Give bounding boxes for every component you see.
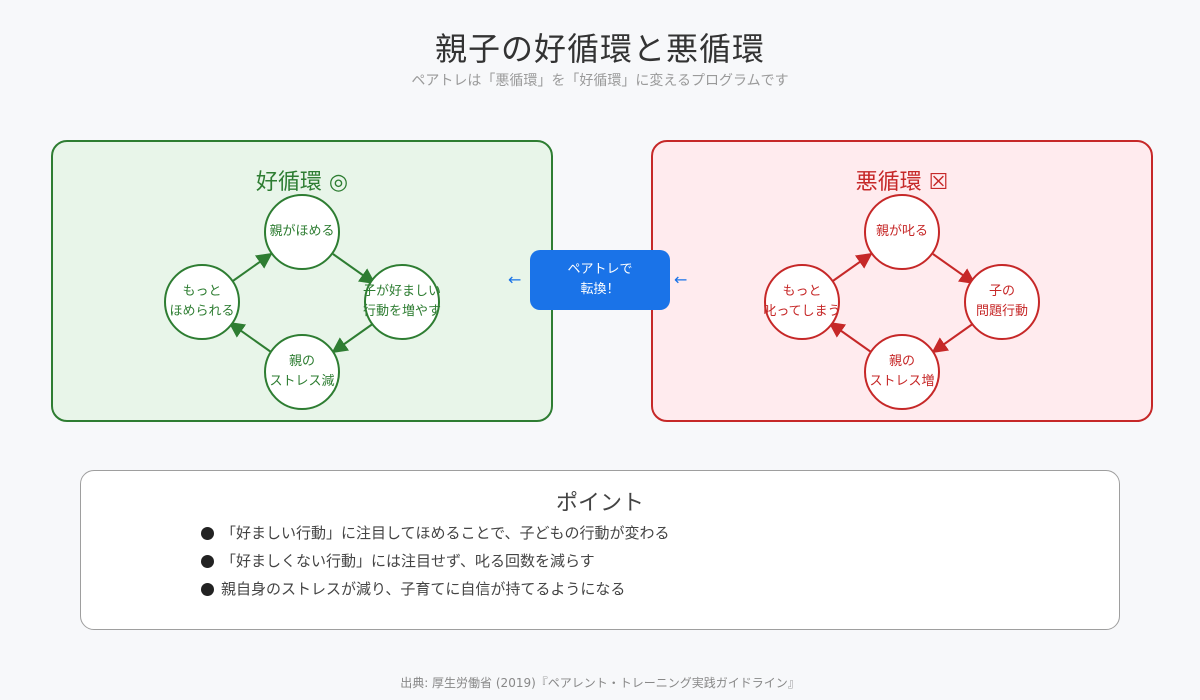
node-label: 親の (888, 354, 915, 369)
good-arrow-left-top (229, 252, 273, 284)
left-arrow-icon: ← (508, 270, 522, 289)
good-arrow-bottom-left (228, 321, 272, 353)
node-label: 行動を増やす (363, 304, 442, 319)
node-label: ストレス増 (869, 374, 935, 389)
source-citation: 出典: 厚生労働省 (2019)『ペアレント・トレーニング実践ガイドライン』 (400, 676, 800, 690)
node-label: 親が叱る (875, 224, 928, 239)
bad-cycle-title: 悪循環 ☒ (855, 170, 949, 195)
bad-node-parent-stress-up: 親の ストレス増 (864, 334, 940, 410)
good-node-child-good-behavior: 子が好ましい 行動を増やす (363, 264, 442, 340)
node-label: 子の (988, 284, 1015, 299)
node-label: 問題行動 (975, 304, 1028, 319)
transform-label-line1: ペアトレで (567, 262, 633, 277)
node-label: 叱ってしまう (763, 304, 841, 319)
bad-node-child-problem-behavior: 子の 問題行動 (964, 264, 1040, 340)
point-text: 「好ましい行動」に注目してほめることで、子どもの行動が変わる (221, 524, 670, 542)
points-title: ポイント (555, 491, 644, 516)
point-text: 親自身のストレスが減り、子育てに自信が持てるようになる (221, 580, 626, 598)
bad-node-parent-scold: 親が叱る (864, 194, 940, 270)
bullet-icon (201, 554, 214, 568)
transform-label-line2: 転換！ (580, 282, 620, 297)
node-label: もっと (182, 284, 222, 299)
left-arrow-icon: ← (674, 270, 688, 289)
node-label: 子が好ましい (363, 284, 442, 299)
points-list: 「好ましい行動」に注目してほめることで、子どもの行動が変わる 「好ましくない行動… (201, 519, 670, 603)
node-label: もっと (782, 284, 822, 299)
points-box: ポイント 「好ましい行動」に注目してほめることで、子どもの行動が変わる 「好まし… (80, 470, 1120, 630)
point-item: 親自身のストレスが減り、子育てに自信が持てるようになる (201, 575, 670, 603)
transform-box: ペアトレで 転換！ (530, 250, 670, 310)
bad-cycle-panel: 悪循環 ☒ 親が叱る 子の 問題行動 親の ストレス増 もっと 叱ってしまう (651, 140, 1153, 422)
good-arrow-top-right (332, 253, 376, 285)
bad-arrow-right-bottom (931, 322, 975, 354)
good-node-parent-stress-down: 親の ストレス減 (264, 334, 340, 410)
point-text: 「好ましくない行動」には注目せず、叱る回数を減らす (221, 552, 595, 570)
point-item: 「好ましくない行動」には注目せず、叱る回数を減らす (201, 547, 670, 575)
bad-arrow-left-top (829, 252, 873, 284)
good-cycle-panel: 好循環 ◎ 親がほめる 子が好ましい 行動を増やす 親の ストレス減 もっと ほ… (51, 140, 553, 422)
bad-arrow-top-right (932, 253, 976, 285)
bullet-icon (201, 526, 214, 540)
node-label: 親の (288, 354, 315, 369)
bad-node-more-scolding: もっと 叱ってしまう (763, 264, 841, 340)
good-arrow-right-bottom (331, 322, 375, 354)
node-label: ストレス減 (269, 374, 335, 389)
page-subtitle: ペアトレは「悪循環」を「好循環」に変えるプログラムです (411, 73, 789, 89)
good-node-more-praise: もっと ほめられる (164, 264, 240, 340)
bad-cycle-arrows (828, 252, 976, 354)
bad-arrow-bottom-left (828, 321, 872, 353)
good-node-parent-praise: 親がほめる (264, 194, 340, 270)
good-cycle-title: 好循環 ◎ (255, 170, 349, 195)
node-label: ほめられる (169, 304, 235, 319)
node-label: 親がほめる (269, 224, 335, 239)
good-cycle-arrows (228, 252, 376, 354)
bullet-icon (201, 582, 214, 596)
page-title: 親子の好循環と悪循環 (434, 30, 765, 68)
point-item: 「好ましい行動」に注目してほめることで、子どもの行動が変わる (201, 519, 670, 547)
